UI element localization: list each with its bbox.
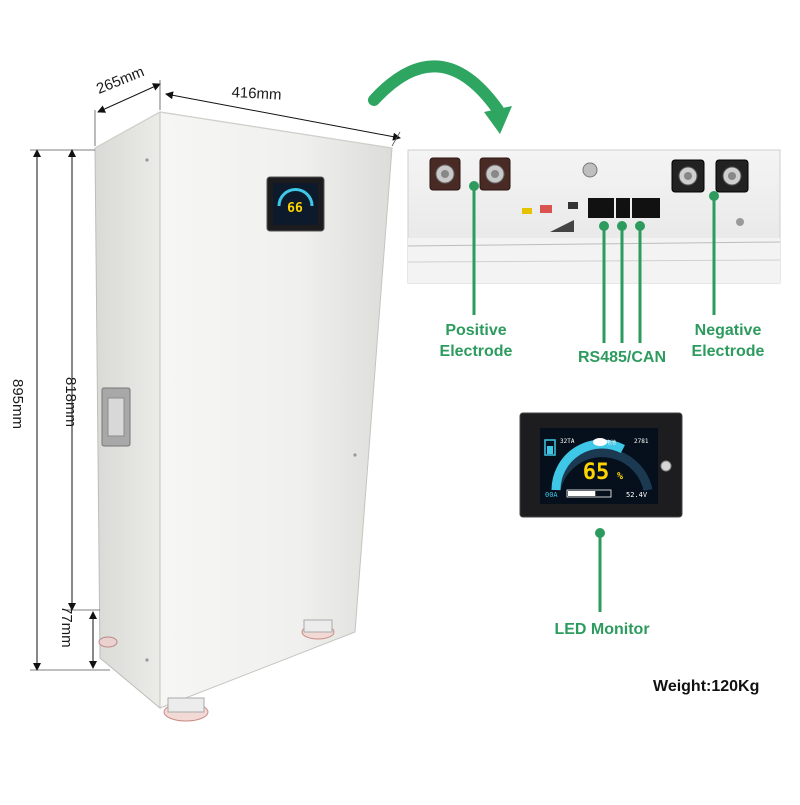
positive-label-line1: Positive (445, 322, 507, 339)
monitor-bottom-left: 00A (545, 491, 558, 499)
body-height-label: 818mm (62, 377, 79, 428)
curved-arrow-icon (368, 60, 512, 134)
total-height-label: 895mm (9, 379, 26, 430)
monitor-top-right: 2781 (634, 438, 649, 445)
battery-cabinet: 66 (94, 111, 393, 722)
callout-markers (469, 181, 719, 612)
cabinet-handle (101, 387, 131, 447)
positive-electrode-label: Positive Electrode (426, 320, 526, 362)
monitor-level-bar (566, 489, 612, 498)
gauge-arc (551, 439, 625, 491)
width-dimension-label: 416mm (231, 84, 282, 104)
monitor-center-icon-text: 电池 (606, 439, 616, 446)
weight-label: Weight:120Kg (653, 678, 760, 695)
positive-terminal (429, 157, 511, 191)
terminal-panel (407, 149, 781, 284)
cabinet-small-display: 66 (266, 176, 325, 232)
base-height-label: 77mm (58, 606, 75, 648)
monitor-power-button[interactable] (660, 460, 672, 472)
negative-label-line1: Negative (694, 322, 762, 339)
monitor-top-left: 32TA (560, 438, 575, 445)
dimension-lines (30, 80, 401, 671)
communication-ports (588, 198, 660, 218)
led-monitor: 32TA 2781 电池 65 % 00A 52.4V (519, 412, 683, 518)
cabinet-display-percent: 66 (287, 201, 303, 216)
monitor-percent: 65 (583, 460, 610, 485)
negative-terminal (671, 159, 749, 193)
rs485-can-label: RS485/CAN (577, 349, 667, 366)
cabinet-wheels (98, 619, 335, 722)
positive-label-line2: Electrode (439, 343, 513, 360)
monitor-percent-sign: % (617, 471, 623, 482)
negative-electrode-label: Negative Electrode (678, 320, 778, 362)
monitor-bottom-right: 52.4V (626, 491, 648, 499)
negative-label-line2: Electrode (691, 343, 765, 360)
led-monitor-label: LED Monitor (554, 621, 650, 638)
